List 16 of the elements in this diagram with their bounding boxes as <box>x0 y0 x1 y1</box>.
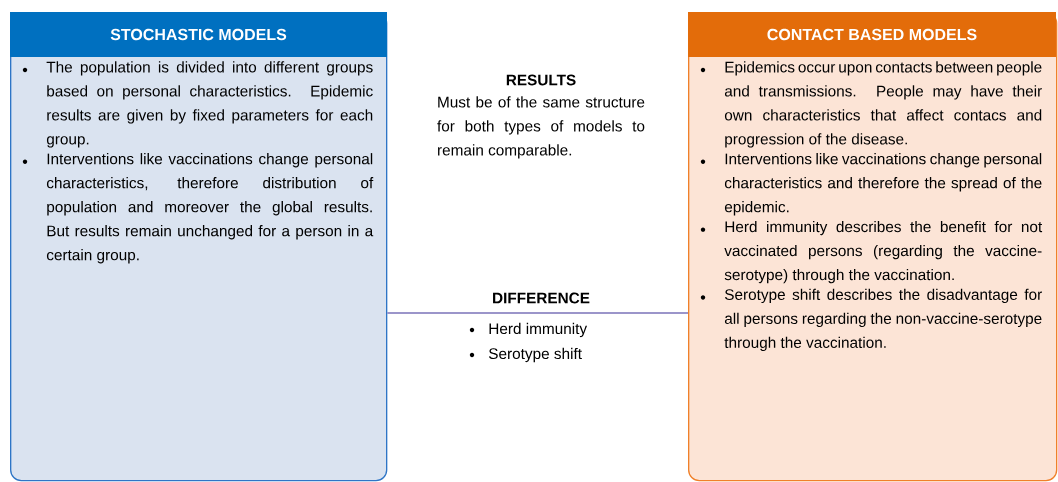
bullet-text: Interventions like vaccinations change personal characteristics and therefore the spread of the epidemic. <box>724 153 1042 216</box>
panel-heading: CONTACT BASED MODELS <box>767 28 977 41</box>
bullet-text: Herd immunity <box>489 322 588 338</box>
bullet-text: Serotype shift <box>488 347 582 363</box>
bullet-text: The population is divided into different groups based on personal characteristics. Epidemic results are given by fixed parameters for each group. <box>46 61 373 148</box>
bullet-text: Epidemics occur upon contacts between people and transmissions. People may have their own characteristics that affect contacs and progression of the disease. <box>724 61 1042 148</box>
section-heading: DIFFERENCE <box>493 292 590 304</box>
bullet-text: Serotype shift describes the disadvantage for all persons regarding the non-vaccine-serotype through the vaccination. <box>724 288 1042 352</box>
connector-line <box>386 312 689 314</box>
result-text: Must be of the same structure for both types of models to remain comparable. <box>437 96 645 159</box>
panel-heading: STOCHASTIC MODELS <box>110 28 287 41</box>
section-heading: RESULTS <box>506 74 576 86</box>
model-panel <box>688 12 1058 482</box>
bullet-text: Interventions like vaccinations change personal characteristics, therefore distribution of population and moreover the global results. But results remain unchanged for a person in a certain group. <box>46 153 374 264</box>
bullet-text: Herd immunity describes the benefit for not vaccinated persons (regarding the vaccine-serotype) through the vaccination. <box>724 220 1043 284</box>
model-panel <box>10 12 388 482</box>
